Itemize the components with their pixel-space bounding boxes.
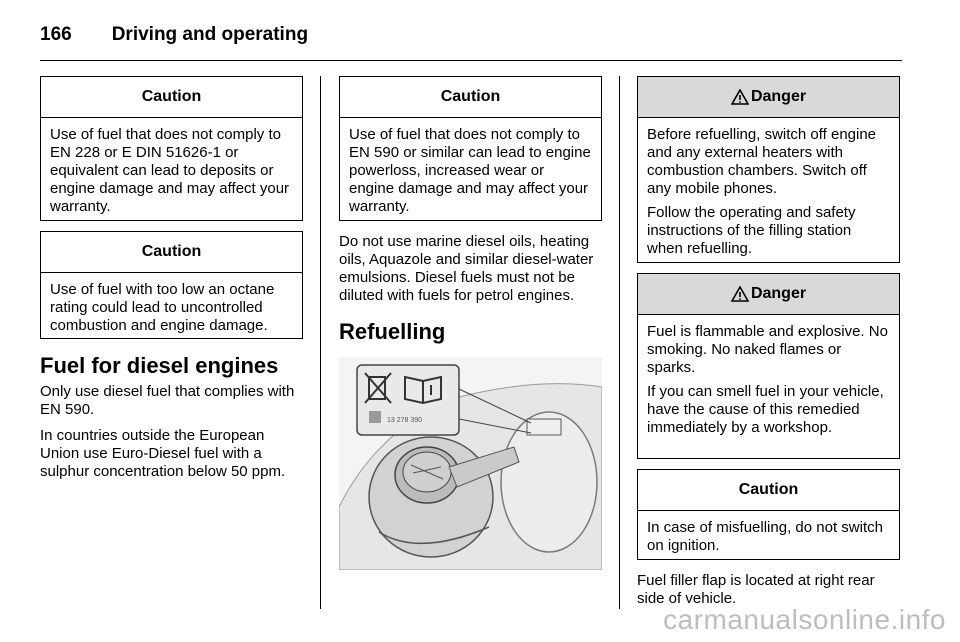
- caution-text: Use of fuel that does not comply to EN 2…: [50, 126, 290, 215]
- caution-title: Caution: [41, 232, 302, 273]
- warning-triangle-icon: [730, 286, 749, 302]
- danger-box: Danger Before refuelling, switch off eng…: [637, 76, 900, 263]
- warning-triangle-icon: [730, 89, 749, 105]
- caution-box: Caution Use of fuel with too low an octa…: [40, 231, 303, 339]
- body-paragraph: Fuel filler flap is located at right rea…: [637, 572, 875, 607]
- danger-text: Before refuelling, switch off engine and…: [647, 126, 877, 197]
- caution-box: Caution In case of misfuelling, do not s…: [637, 469, 900, 560]
- caution-box: Caution Use of fuel that does not comply…: [40, 76, 303, 221]
- column-2: Caution Use of fuel that does not comply…: [338, 76, 603, 571]
- section-title: Driving and operating: [111, 24, 309, 45]
- image-code-label: 13 278 390: [387, 417, 422, 424]
- danger-header: Danger: [638, 274, 899, 315]
- caution-title: Caution: [638, 470, 899, 511]
- column-1: Caution Use of fuel that does not comply…: [40, 76, 303, 489]
- page-header: 166 Driving and operating: [40, 18, 902, 52]
- danger-text: Fuel is flammable and explosive. No smok…: [647, 323, 888, 376]
- header-rule: [40, 60, 902, 61]
- column-divider: [619, 76, 620, 609]
- caution-box: Caution Use of fuel that does not comply…: [339, 76, 602, 221]
- danger-text: If you can smell fuel in your vehicle, h…: [647, 383, 884, 436]
- body-paragraph: In countries outside the European Union …: [40, 427, 286, 480]
- watermark: carmanualsonline.info: [663, 604, 946, 635]
- danger-box: Danger Fuel is flammable and explosive. …: [637, 273, 900, 459]
- page-number: 166: [40, 24, 72, 45]
- danger-title: Danger: [750, 88, 807, 105]
- fuel-filler-flap-image: 13 278 390: [338, 357, 603, 571]
- column-3: Danger Before refuelling, switch off eng…: [637, 76, 900, 616]
- caution-title: Caution: [41, 77, 302, 118]
- danger-title: Danger: [750, 285, 807, 302]
- column-divider: [320, 76, 321, 609]
- caution-text: In case of misfuelling, do not switch on…: [647, 519, 883, 554]
- caution-title: Caution: [340, 77, 601, 118]
- caution-text: Use of fuel that does not comply to EN 5…: [349, 126, 591, 215]
- danger-text: Follow the operating and safety instruct…: [647, 204, 856, 257]
- body-paragraph: Only use diesel fuel that complies with …: [40, 383, 295, 418]
- body-paragraph: Do not use marine diesel oils, heating o…: [339, 233, 594, 304]
- section-heading: Fuel for diesel engines: [40, 353, 279, 378]
- danger-header: Danger: [638, 77, 899, 118]
- section-heading: Refuelling: [339, 319, 446, 344]
- caution-text: Use of fuel with too low an octane ratin…: [50, 281, 275, 334]
